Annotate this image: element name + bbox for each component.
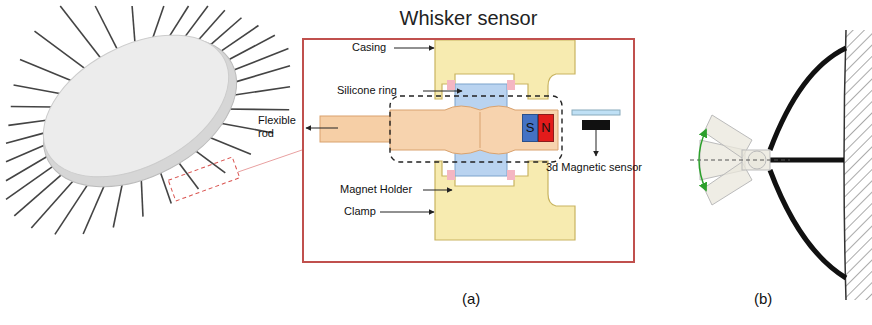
magnet-pole: N [538,114,554,142]
zoom-box [168,157,239,201]
panel-title: Whisker sensor [400,7,538,30]
zoom-line [238,150,302,172]
whisker [220,26,259,53]
whisker [14,171,66,216]
whisker [20,60,73,82]
panel-tag: (b) [754,290,772,307]
panel-tag: (a) [462,290,480,307]
whisker [132,6,135,44]
part-label: Clamp [344,205,376,218]
bending-illustration [690,30,872,300]
part-label: Magnet Holder [340,183,412,196]
whisker [55,178,92,234]
sensor-disc [18,6,262,217]
part-label: Flexible rod [258,114,304,139]
whisker [6,144,46,161]
whisker [60,6,102,60]
whisker [8,120,48,125]
whisker [228,87,290,96]
whisker [6,164,56,200]
magnet-pole: S [522,114,538,142]
pole-letter: N [541,121,550,136]
zoom-panel: Whisker sensorSN [302,38,635,263]
whisker [222,108,289,110]
part-label: Casing [352,41,386,54]
whisker [169,6,189,37]
whisker [31,176,77,228]
whisker [11,106,54,108]
whisker [231,66,290,84]
whisker [95,6,118,51]
whisker [6,133,45,144]
whisker-array [6,6,290,234]
cross-section [306,40,620,240]
part-label: Silicone ring [337,84,397,97]
whisker [34,31,86,70]
whisker [152,6,164,40]
whisker [14,85,63,94]
pole-letter: S [526,121,535,136]
part-label: 3d Magnetic sensor [546,161,642,174]
